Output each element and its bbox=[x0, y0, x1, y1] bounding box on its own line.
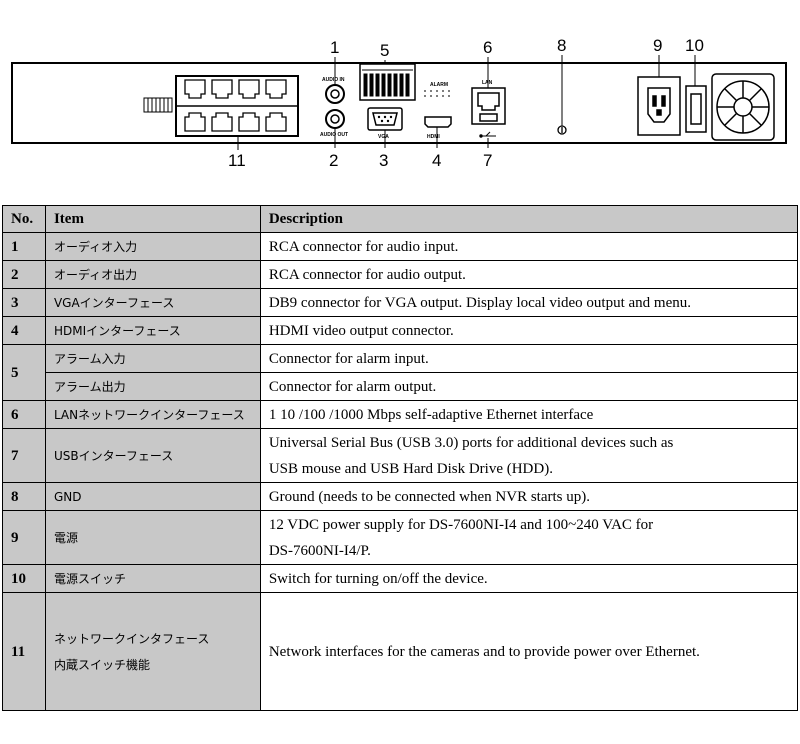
lan-label: LAN bbox=[482, 80, 493, 86]
row-item: USBインターフェース bbox=[44, 428, 261, 483]
row-number: 9 bbox=[2, 510, 46, 565]
audio-in-connector bbox=[325, 84, 345, 104]
row-number: 1 bbox=[2, 232, 46, 261]
row-item: オーディオ入力 bbox=[44, 232, 261, 261]
callout-5: 5 bbox=[380, 41, 389, 60]
row-description: Universal Serial Bus (USB 3.0) ports for… bbox=[259, 428, 799, 483]
table-row: 10 電源スイッチ Switch for turning on/off the … bbox=[2, 564, 799, 593]
callout-6: 6 bbox=[483, 38, 492, 57]
alarm-label: ALARM bbox=[430, 82, 448, 88]
table-row: 11 ネットワークインタフェース 内蔵スイッチ機能 Network interf… bbox=[2, 592, 799, 711]
callout-leaders bbox=[237, 55, 696, 150]
audio-out-label: AUDIO OUT bbox=[320, 132, 348, 138]
table-row: 1 オーディオ入力 RCA connector for audio input. bbox=[2, 232, 799, 261]
usb-icon bbox=[479, 131, 496, 138]
description-line: 12 VDC power supply for DS-7600NI-I4 and… bbox=[268, 516, 654, 533]
row-description: 1 10 /100 /1000 Mbps self-adaptive Ether… bbox=[259, 400, 799, 429]
row-description: DB9 connector for VGA output. Display lo… bbox=[259, 288, 799, 317]
hdmi-connector bbox=[424, 116, 452, 128]
vent-grille bbox=[143, 97, 173, 113]
table-row: 3 VGAインターフェース DB9 connector for VGA outp… bbox=[2, 288, 799, 317]
row-description: RCA connector for audio output. bbox=[259, 260, 799, 289]
rear-panel-diagram: AUDIO IN AUDIO OUT ALARM VGA HDMI bbox=[11, 36, 787, 170]
row-description: Network interfaces for the cameras and t… bbox=[259, 592, 799, 711]
row-item: HDMIインターフェース bbox=[44, 316, 261, 345]
lan-port bbox=[471, 87, 506, 125]
row-number: 7 bbox=[2, 428, 46, 483]
callout-4: 4 bbox=[432, 151, 441, 170]
vga-label: VGA bbox=[378, 134, 389, 140]
table-row: 4 HDMIインターフェース HDMI video output connect… bbox=[2, 316, 799, 345]
table-row: 7 USBインターフェース Universal Serial Bus (USB … bbox=[2, 428, 799, 483]
row-description: RCA connector for audio input. bbox=[259, 232, 799, 261]
row-number: 6 bbox=[2, 400, 46, 429]
table-row: アラーム出力 Connector for alarm output. bbox=[3, 372, 799, 401]
row-number: 4 bbox=[2, 316, 46, 345]
row-item: 電源スイッチ bbox=[44, 564, 261, 593]
row-item: オーディオ出力 bbox=[44, 260, 261, 289]
description-line: USB mouse and USB Hard Disk Drive (HDD). bbox=[268, 460, 553, 477]
row-item: VGAインターフェース bbox=[44, 288, 261, 317]
audio-in-label: AUDIO IN bbox=[322, 77, 345, 83]
row-number: 3 bbox=[2, 288, 46, 317]
row-item: アラーム出力 bbox=[44, 372, 261, 401]
row-number: 10 bbox=[2, 564, 46, 593]
table-row: 8 GND Ground (needs to be connected when… bbox=[2, 482, 799, 511]
alarm-pin-dots bbox=[424, 90, 450, 97]
row-description: Connector for alarm input. bbox=[259, 344, 799, 373]
alarm-terminal-block bbox=[359, 63, 416, 101]
power-inlet bbox=[637, 76, 681, 136]
row-description: Connector for alarm output. bbox=[259, 372, 799, 401]
power-switch bbox=[685, 85, 707, 133]
table-row: 6 LANネットワークインターフェース 1 10 /100 /1000 Mbps… bbox=[2, 400, 799, 429]
row-description: Ground (needs to be connected when NVR s… bbox=[259, 482, 799, 511]
ground-terminal bbox=[557, 125, 567, 135]
row-description: HDMI video output connector. bbox=[259, 316, 799, 345]
row-number: 8 bbox=[2, 482, 46, 511]
audio-out-connector bbox=[325, 109, 345, 129]
row-item: 電源 bbox=[44, 510, 261, 565]
poe-ethernet-ports bbox=[175, 75, 299, 137]
table-row: 2 オーディオ出力 RCA connector for audio output… bbox=[2, 260, 799, 289]
row-item: アラーム入力 bbox=[44, 344, 261, 373]
interface-spec-table: No. Item Description 1 オーディオ入力 RCA conne… bbox=[2, 205, 799, 711]
callout-11: 11 bbox=[228, 151, 246, 170]
header-no: No. bbox=[2, 205, 46, 233]
header-description: Description bbox=[259, 205, 799, 233]
table-row: 9 電源 12 VDC power supply for DS-7600NI-I… bbox=[2, 510, 799, 565]
callout-8: 8 bbox=[557, 36, 566, 55]
callout-2: 2 bbox=[329, 151, 338, 170]
usb-port bbox=[479, 113, 498, 122]
row-number: 11 bbox=[2, 592, 46, 711]
chassis-outline bbox=[11, 62, 787, 144]
table-row: 5 アラーム入力 Connector for alarm input. bbox=[2, 344, 799, 401]
row-item: LANネットワークインターフェース bbox=[44, 400, 261, 429]
callout-10: 10 bbox=[685, 36, 704, 55]
row-item: ネットワークインタフェース 内蔵スイッチ機能 bbox=[44, 592, 261, 711]
vga-connector bbox=[367, 107, 403, 131]
callout-1: 1 bbox=[330, 38, 339, 57]
callout-9: 9 bbox=[653, 36, 662, 55]
description-line: DS-7600NI-I4/P. bbox=[268, 542, 371, 559]
row-description: Switch for turning on/off the device. bbox=[259, 564, 799, 593]
row-number: 5 bbox=[2, 344, 46, 401]
row-item: GND bbox=[44, 482, 261, 511]
hdmi-label: HDMI bbox=[427, 134, 440, 140]
description-line: Universal Serial Bus (USB 3.0) ports for… bbox=[268, 434, 674, 451]
item-line: ネットワークインタフェース bbox=[53, 631, 210, 646]
callout-7: 7 bbox=[483, 151, 492, 170]
row-number: 2 bbox=[2, 260, 46, 289]
callout-3: 3 bbox=[379, 151, 388, 170]
cooling-fan bbox=[711, 73, 775, 141]
header-item: Item bbox=[44, 205, 261, 233]
row-description: 12 VDC power supply for DS-7600NI-I4 and… bbox=[259, 510, 799, 565]
item-line: 内蔵スイッチ機能 bbox=[53, 657, 150, 672]
table-header-row: No. Item Description bbox=[2, 205, 799, 233]
